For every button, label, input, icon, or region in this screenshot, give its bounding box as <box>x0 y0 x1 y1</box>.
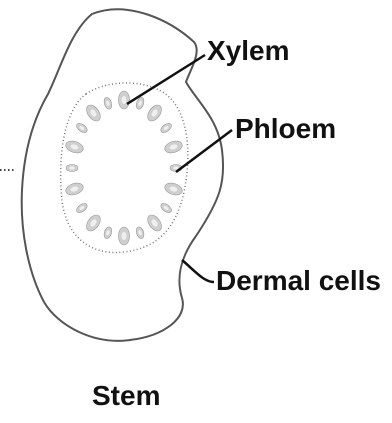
pith <box>78 114 170 226</box>
stem-caption: Stem <box>92 380 160 411</box>
phloem-label: Phloem <box>235 113 336 144</box>
vascular-bundle-core <box>122 96 127 104</box>
dermal-cells-label: Dermal cells <box>216 265 381 296</box>
vascular-bundle-core <box>69 166 74 169</box>
xylem-label: Xylem <box>207 35 290 66</box>
vascular-bundle-core <box>122 232 127 240</box>
dermal-leader <box>182 260 214 282</box>
